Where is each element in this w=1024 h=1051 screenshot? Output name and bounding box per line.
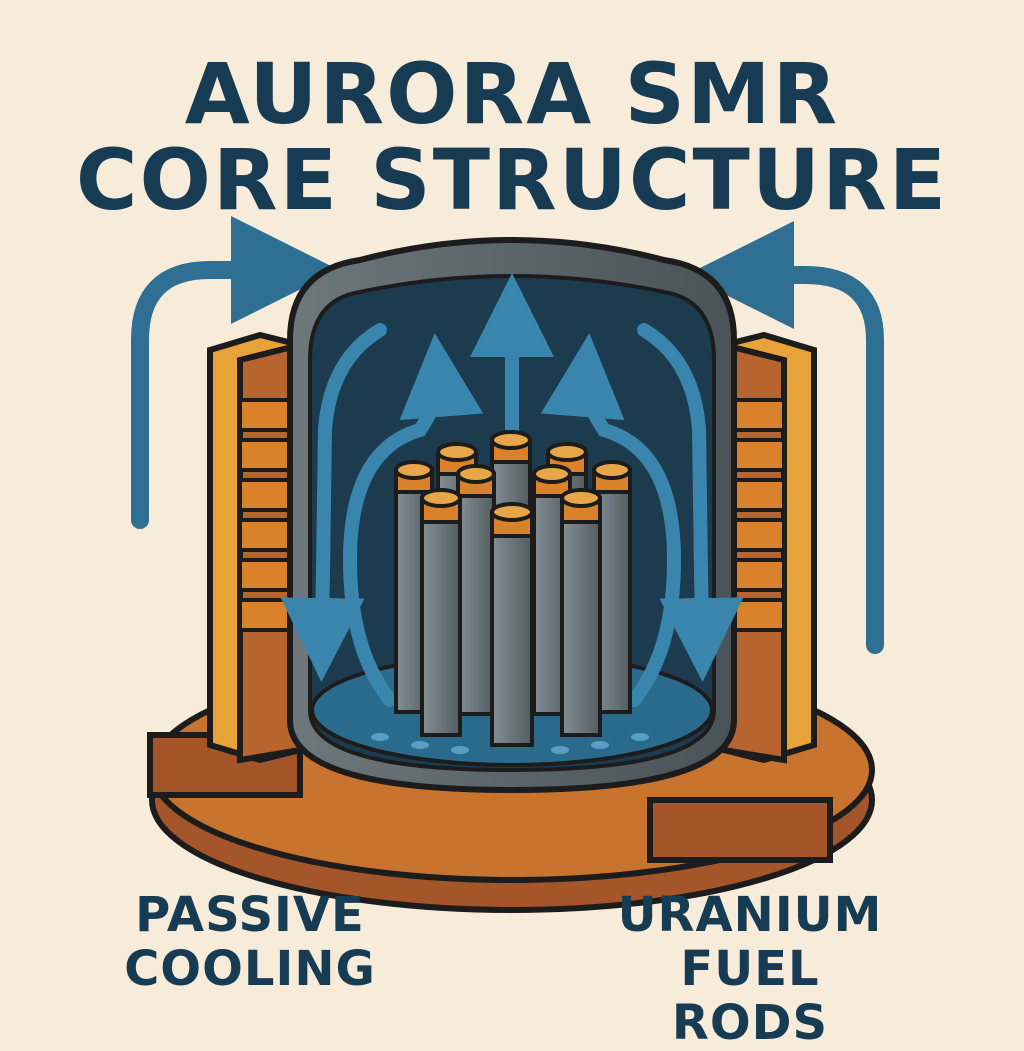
fuel-rod-icon	[560, 488, 602, 737]
right-outflow-arrow-icon	[686, 221, 884, 654]
fuel-rods-line-2: FUEL RODS	[671, 941, 829, 1051]
outer-flow-arrows	[131, 216, 884, 654]
fuel-rods-label: URANIUM FUEL RODS	[600, 888, 900, 1050]
passive-cooling-line-1: PASSIVE	[135, 887, 365, 943]
left-inflow-arrow-icon	[131, 216, 339, 529]
title-line-2: CORE STRUCTURE	[75, 131, 949, 229]
fuel-rod-icon	[420, 488, 462, 737]
shield-walls	[207, 331, 817, 764]
fuel-rod-icon	[490, 502, 534, 747]
fuel-rods-line-1: URANIUM	[617, 887, 883, 943]
reactor-diagram	[131, 216, 884, 913]
inner-right-down-arrow-icon	[637, 323, 744, 682]
passive-cooling-label: PASSIVE COOLING	[120, 888, 380, 996]
inner-left-down-arrow-icon	[280, 323, 387, 682]
fuel-rod-icon	[456, 464, 496, 716]
passive-cooling-line-2: COOLING	[124, 941, 376, 997]
inner-flow-arrows	[280, 273, 744, 707]
fuel-rod-bundle	[394, 430, 632, 747]
title-line-1: AURORA SMR	[184, 45, 840, 143]
